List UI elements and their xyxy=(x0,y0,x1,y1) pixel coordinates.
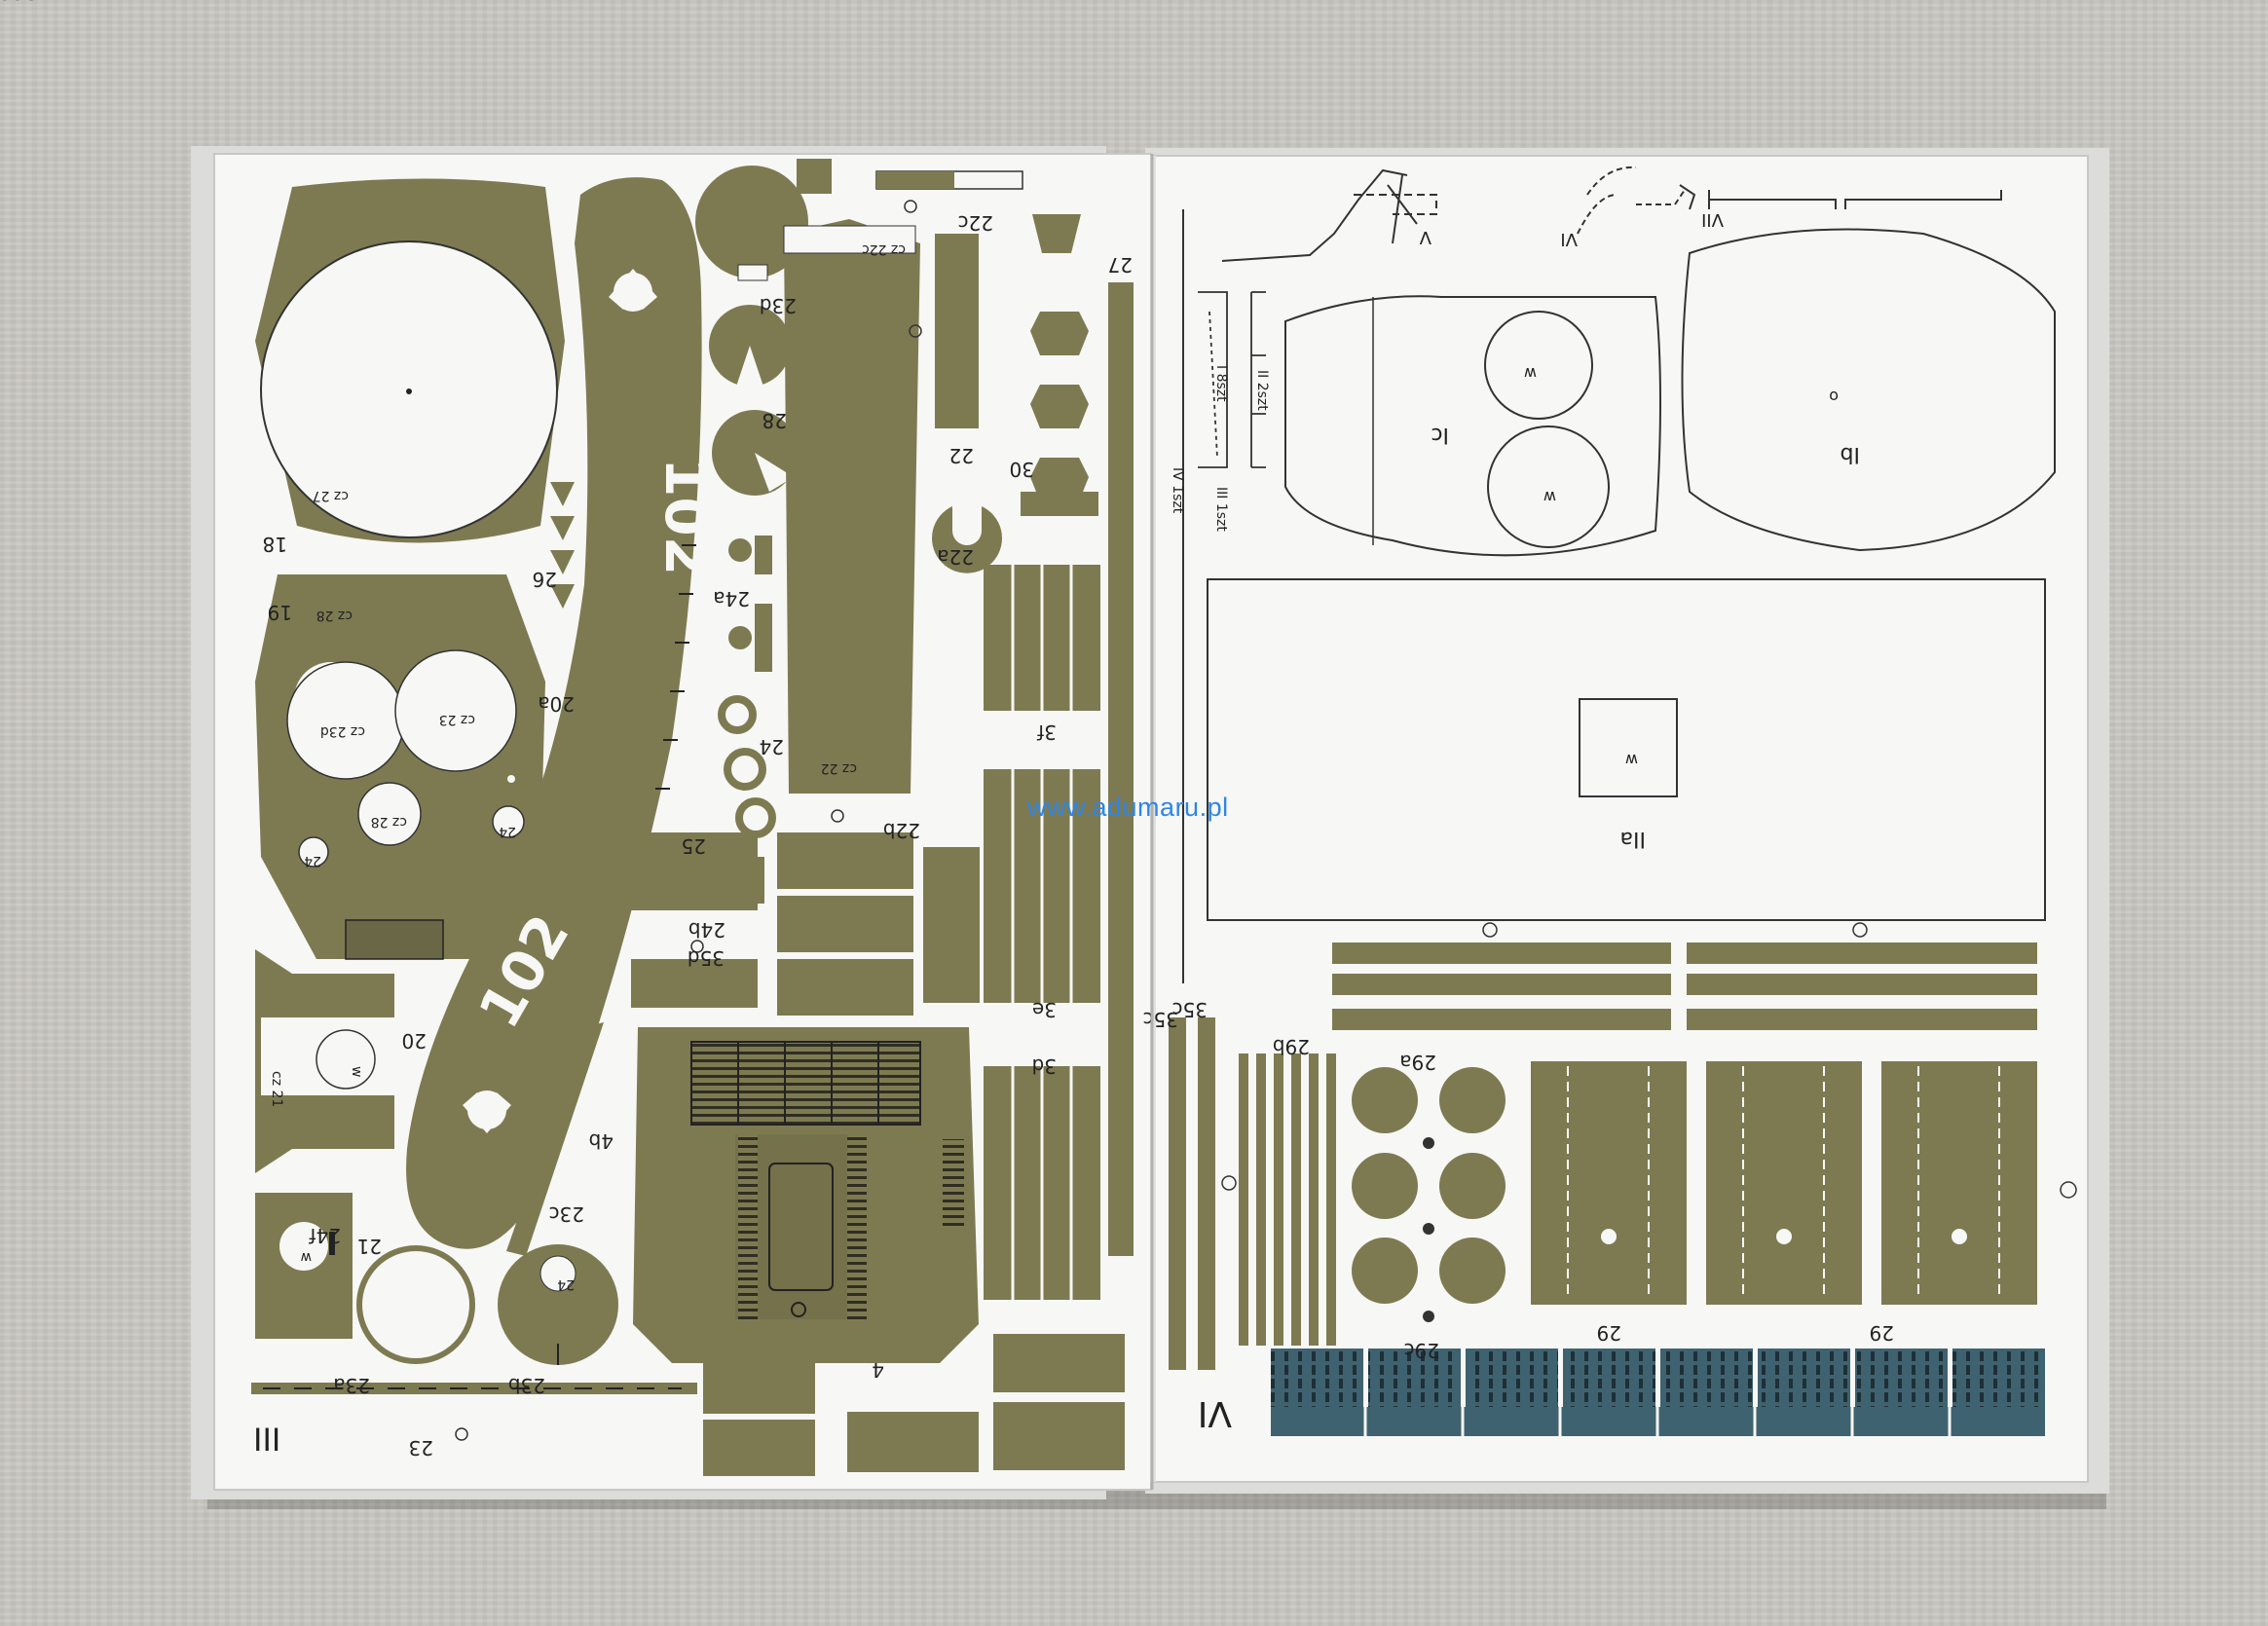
part-3d xyxy=(984,1066,1100,1300)
label-29-a: 29 xyxy=(1597,1321,1621,1345)
label-26: 26 xyxy=(533,568,557,591)
diagram-label-iii: III 1szt xyxy=(1213,487,1229,532)
svg-text:w: w xyxy=(1543,488,1556,506)
label-28: 28 xyxy=(762,409,787,432)
cz23d-hole xyxy=(286,661,405,780)
label-29c: 29c xyxy=(1404,1339,1439,1362)
svg-text:24: 24 xyxy=(557,1276,575,1292)
svg-text:w: w xyxy=(1524,364,1537,383)
label-25: 25 xyxy=(682,834,706,858)
cz23-hole xyxy=(394,649,517,772)
svg-text:VI: VI xyxy=(1560,229,1578,249)
strip-22 xyxy=(784,219,920,794)
svg-text:w: w xyxy=(301,1249,312,1265)
svg-text:w: w xyxy=(349,1066,364,1077)
label-3f: 3f xyxy=(1036,721,1057,744)
track-panels-29 xyxy=(1531,1061,2037,1305)
label-23d: 23d xyxy=(760,294,797,317)
label-22c: 22c xyxy=(958,211,993,235)
label-29-b: 29 xyxy=(1870,1321,1894,1345)
wheel-discs-29a xyxy=(1352,1067,1506,1304)
label-24: 24 xyxy=(760,735,784,758)
cz28-hole-2 xyxy=(357,782,422,846)
svg-text:cz 27: cz 27 xyxy=(313,488,349,503)
watermark: www.adumaru.pl xyxy=(1027,793,1229,822)
strip-27 xyxy=(1108,282,1134,1256)
label-22a: 22a xyxy=(937,545,974,569)
label-19: 19 xyxy=(268,601,292,624)
label-24b: 24b xyxy=(688,918,725,942)
label-29a: 29a xyxy=(1399,1051,1436,1074)
label-21: 21 xyxy=(357,1235,382,1258)
strip-4b xyxy=(506,1022,604,1256)
label-22b: 22b xyxy=(883,819,920,842)
label-20: 20 xyxy=(402,1029,427,1053)
right-page: I 8szt II 2szt IV 1szt III 1szt V VI VII… xyxy=(0,0,2089,1483)
svg-text:cz 21: cz 21 xyxy=(269,1071,284,1107)
label-27: 27 xyxy=(1108,253,1133,277)
svg-text:o: o xyxy=(1829,388,1839,406)
label-3d: 3d xyxy=(1032,1054,1057,1078)
panel-rects xyxy=(631,832,1125,1476)
strip-23 xyxy=(251,1383,697,1394)
svg-text:w: w xyxy=(1625,751,1638,769)
label-18: 18 xyxy=(263,533,287,556)
label-ib: Ib xyxy=(1840,442,1860,466)
label-24f: 24f xyxy=(309,1224,341,1247)
diagram-label-iv: IV 1szt xyxy=(1170,467,1185,514)
track-guard-102 xyxy=(406,177,702,1249)
label-4: 4 xyxy=(872,1358,884,1382)
assembly-diagrams xyxy=(1182,166,2002,983)
label-23b: 23b xyxy=(508,1374,545,1397)
part-3e xyxy=(984,769,1100,1003)
ring-23a xyxy=(356,1245,475,1364)
label-35d: 35d xyxy=(688,946,725,970)
svg-text:cz 23d: cz 23d xyxy=(320,723,365,739)
svg-text:cz 22: cz 22 xyxy=(821,760,857,776)
label-23: 23 xyxy=(409,1436,433,1460)
part-26-tabs xyxy=(550,482,575,609)
disc-23c xyxy=(695,166,808,278)
svg-text:24: 24 xyxy=(304,853,321,868)
label-24a: 24a xyxy=(713,587,750,610)
svg-text:24: 24 xyxy=(499,824,516,839)
svg-text:cz 28: cz 28 xyxy=(371,814,407,830)
svg-text:cz 23: cz 23 xyxy=(439,712,475,727)
svg-text:V: V xyxy=(1419,227,1431,247)
left-page: 102 102 xyxy=(213,153,1152,1491)
label-4b: 4b xyxy=(589,1129,613,1153)
svg-text:cz 22c: cz 22c xyxy=(862,241,906,257)
label-iia: IIa xyxy=(1620,827,1646,851)
label-23c: 23c xyxy=(549,1202,584,1226)
track-links xyxy=(1271,1349,2045,1436)
label-23a: 23a xyxy=(333,1374,370,1397)
hull-number-top: 102 xyxy=(652,458,719,575)
label-35c-a: 35c xyxy=(1172,998,1208,1021)
label-20a: 20a xyxy=(538,692,575,716)
part-30-crosses xyxy=(1021,214,1098,516)
right-sheet-mark: VI xyxy=(1198,1393,1232,1433)
disc-23b xyxy=(498,1244,618,1365)
label-22: 22 xyxy=(949,444,974,467)
strips-29b xyxy=(1239,1053,1336,1346)
label-3e: 3e xyxy=(1032,998,1057,1021)
strips-35c xyxy=(1332,942,2037,1030)
part-3f xyxy=(984,565,1100,711)
svg-text:cz 28: cz 28 xyxy=(316,608,353,623)
part-22-small xyxy=(935,234,979,428)
svg-text:VII: VII xyxy=(1701,209,1724,230)
plate-ic xyxy=(1284,295,1661,557)
diagram-label-ii: II 2szt xyxy=(1254,370,1270,411)
plate-ib xyxy=(1681,228,2056,552)
label-30: 30 xyxy=(1010,458,1034,481)
label-29b: 29b xyxy=(1273,1035,1310,1058)
left-sheet-mark: III xyxy=(253,1422,280,1459)
part-22a xyxy=(931,506,1002,573)
diagram-label-i: I 8szt xyxy=(1213,365,1229,402)
label-35c-b: 35c xyxy=(0,0,35,5)
label-ic: Ic xyxy=(1431,423,1449,447)
label-35c-c: 35c xyxy=(1143,1008,1178,1031)
